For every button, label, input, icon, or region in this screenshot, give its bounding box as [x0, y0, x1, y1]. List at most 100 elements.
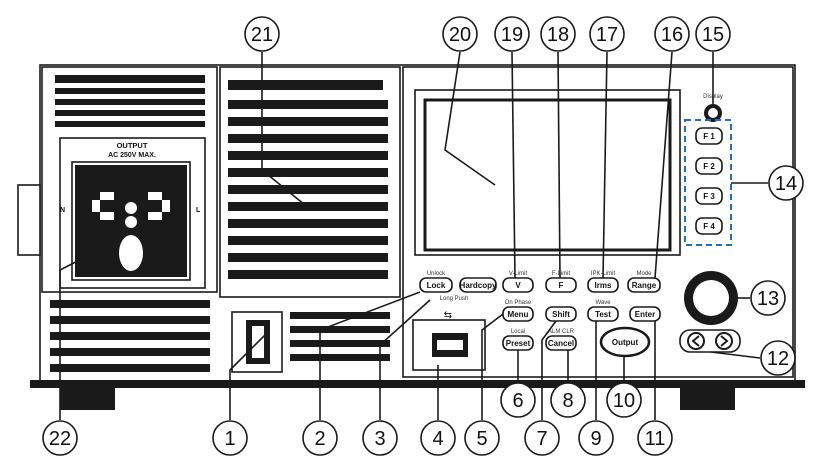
hardcopy-label: Hardcopy: [460, 281, 497, 290]
callout-15: 15: [695, 16, 731, 52]
left-arrow-key[interactable]: [687, 332, 705, 350]
socket-top-vents: [55, 75, 205, 127]
softkey-f2[interactable]: F 2: [695, 157, 723, 175]
callout-4: 4: [420, 420, 456, 456]
socket-l-label: L: [196, 207, 201, 214]
socket-n-label: N: [60, 207, 65, 214]
callout-leaders: [59, 51, 768, 420]
chassis-bottom-rail: [30, 380, 805, 388]
lock-top-label: Unlock: [427, 271, 446, 277]
svg-text:16: 16: [661, 24, 683, 46]
chevron-right-icon: [720, 335, 729, 347]
callout-3: 3: [362, 420, 398, 456]
softkey-f4-label: F 4: [703, 222, 715, 231]
shift-button[interactable]: Shift: [545, 306, 577, 322]
callout-7: 7: [524, 420, 560, 456]
svg-text:21: 21: [251, 24, 273, 46]
hardcopy-button[interactable]: Hardcopy: [459, 277, 497, 293]
menu-label: Menu: [508, 310, 529, 319]
callout-18: 18: [540, 16, 576, 52]
output-label: Output: [612, 338, 639, 347]
test-top-label: Wave: [595, 300, 611, 306]
lcd-display: [423, 98, 672, 252]
lock-label: Lock: [427, 281, 446, 290]
v-button[interactable]: V-Limit V: [502, 271, 534, 293]
callout-2: 2: [302, 420, 338, 456]
softkey-f2-label: F 2: [703, 162, 715, 171]
svg-text:22: 22: [49, 428, 71, 450]
socket-rating: AC 250V MAX.: [108, 152, 156, 159]
callout-22: 22: [42, 420, 78, 456]
range-button[interactable]: Mode Range: [627, 271, 661, 293]
output-socket-section: OUTPUT AC 250V MAX. N L: [41, 66, 218, 372]
socket-title: OUTPUT: [117, 141, 148, 150]
svg-text:9: 9: [590, 428, 601, 450]
svg-text:1: 1: [224, 428, 235, 450]
cancel-label: Cancel: [548, 339, 574, 348]
svg-text:10: 10: [613, 390, 635, 412]
svg-text:20: 20: [449, 24, 471, 46]
svg-text:19: 19: [501, 24, 523, 46]
scroll-wheel[interactable]: [684, 271, 738, 325]
chevron-left-icon: [691, 335, 700, 347]
preset-label: Preset: [506, 339, 531, 348]
menu-button[interactable]: On Phase Menu: [502, 300, 534, 322]
callout-6: 6: [500, 382, 536, 418]
cancel-button[interactable]: ALM CLR Cancel: [545, 329, 577, 351]
svg-text:11: 11: [645, 428, 666, 450]
softkey-f3[interactable]: F 3: [695, 187, 723, 205]
test-button[interactable]: Wave Test: [587, 300, 619, 322]
long-push-label: Long Push: [440, 296, 469, 302]
usb-port[interactable]: ⇆: [412, 310, 486, 371]
socket-hole-right: [148, 192, 170, 220]
svg-text:12: 12: [767, 348, 789, 370]
socket-pin-1: [125, 202, 137, 214]
softkey-f1-label: F 1: [703, 132, 715, 141]
callout-13: 13: [750, 280, 786, 316]
softkey-f1[interactable]: F 1: [695, 127, 723, 145]
v-top-label: V-Limit: [509, 271, 528, 277]
enter-label: Enter: [635, 310, 655, 319]
callout-9: 9: [578, 420, 614, 456]
callout-19: 19: [494, 16, 530, 52]
f-label: F: [559, 281, 564, 290]
cancel-top-label: ALM CLR: [548, 329, 575, 335]
socket-pin-2: [125, 216, 137, 228]
svg-text:18: 18: [547, 24, 569, 46]
svg-text:17: 17: [596, 24, 618, 46]
callout-12: 12: [760, 340, 796, 376]
foot-left: [60, 388, 115, 410]
svg-text:2: 2: [314, 428, 325, 450]
arrow-keys[interactable]: [679, 329, 741, 353]
usb-icon: ⇆: [444, 310, 452, 321]
middle-vent-section: [219, 66, 401, 361]
socket-hole-left: [92, 192, 114, 220]
lock-button[interactable]: Unlock Lock: [419, 271, 453, 293]
callout-10: 10: [606, 382, 642, 418]
callout-5: 5: [464, 420, 500, 456]
f-top-label: F-Limit: [552, 271, 571, 277]
callout-11: 11: [637, 420, 673, 456]
svg-text:14: 14: [775, 173, 797, 195]
test-label: Test: [595, 310, 611, 319]
irms-label: Irms: [595, 281, 612, 290]
softkey-group-box: [684, 119, 732, 246]
menu-top-label: On Phase: [505, 300, 532, 306]
socket-bottom-vents: [50, 300, 210, 372]
svg-text:15: 15: [702, 24, 724, 46]
f-button[interactable]: F-Limit F: [545, 271, 577, 293]
svg-text:4: 4: [432, 428, 443, 450]
callout-14: 14: [768, 165, 804, 201]
enter-button[interactable]: Enter: [629, 306, 661, 322]
svg-text:3: 3: [374, 428, 385, 450]
right-arrow-key[interactable]: [715, 332, 733, 350]
softkey-f4[interactable]: F 4: [695, 217, 723, 235]
svg-text:8: 8: [562, 390, 573, 412]
foot-right: [680, 388, 735, 410]
shift-label: Shift: [552, 310, 570, 319]
callout-20: 20: [442, 16, 478, 52]
output-button[interactable]: Output: [599, 326, 651, 358]
callout-21: 21: [244, 16, 280, 52]
svg-text:5: 5: [476, 428, 487, 450]
